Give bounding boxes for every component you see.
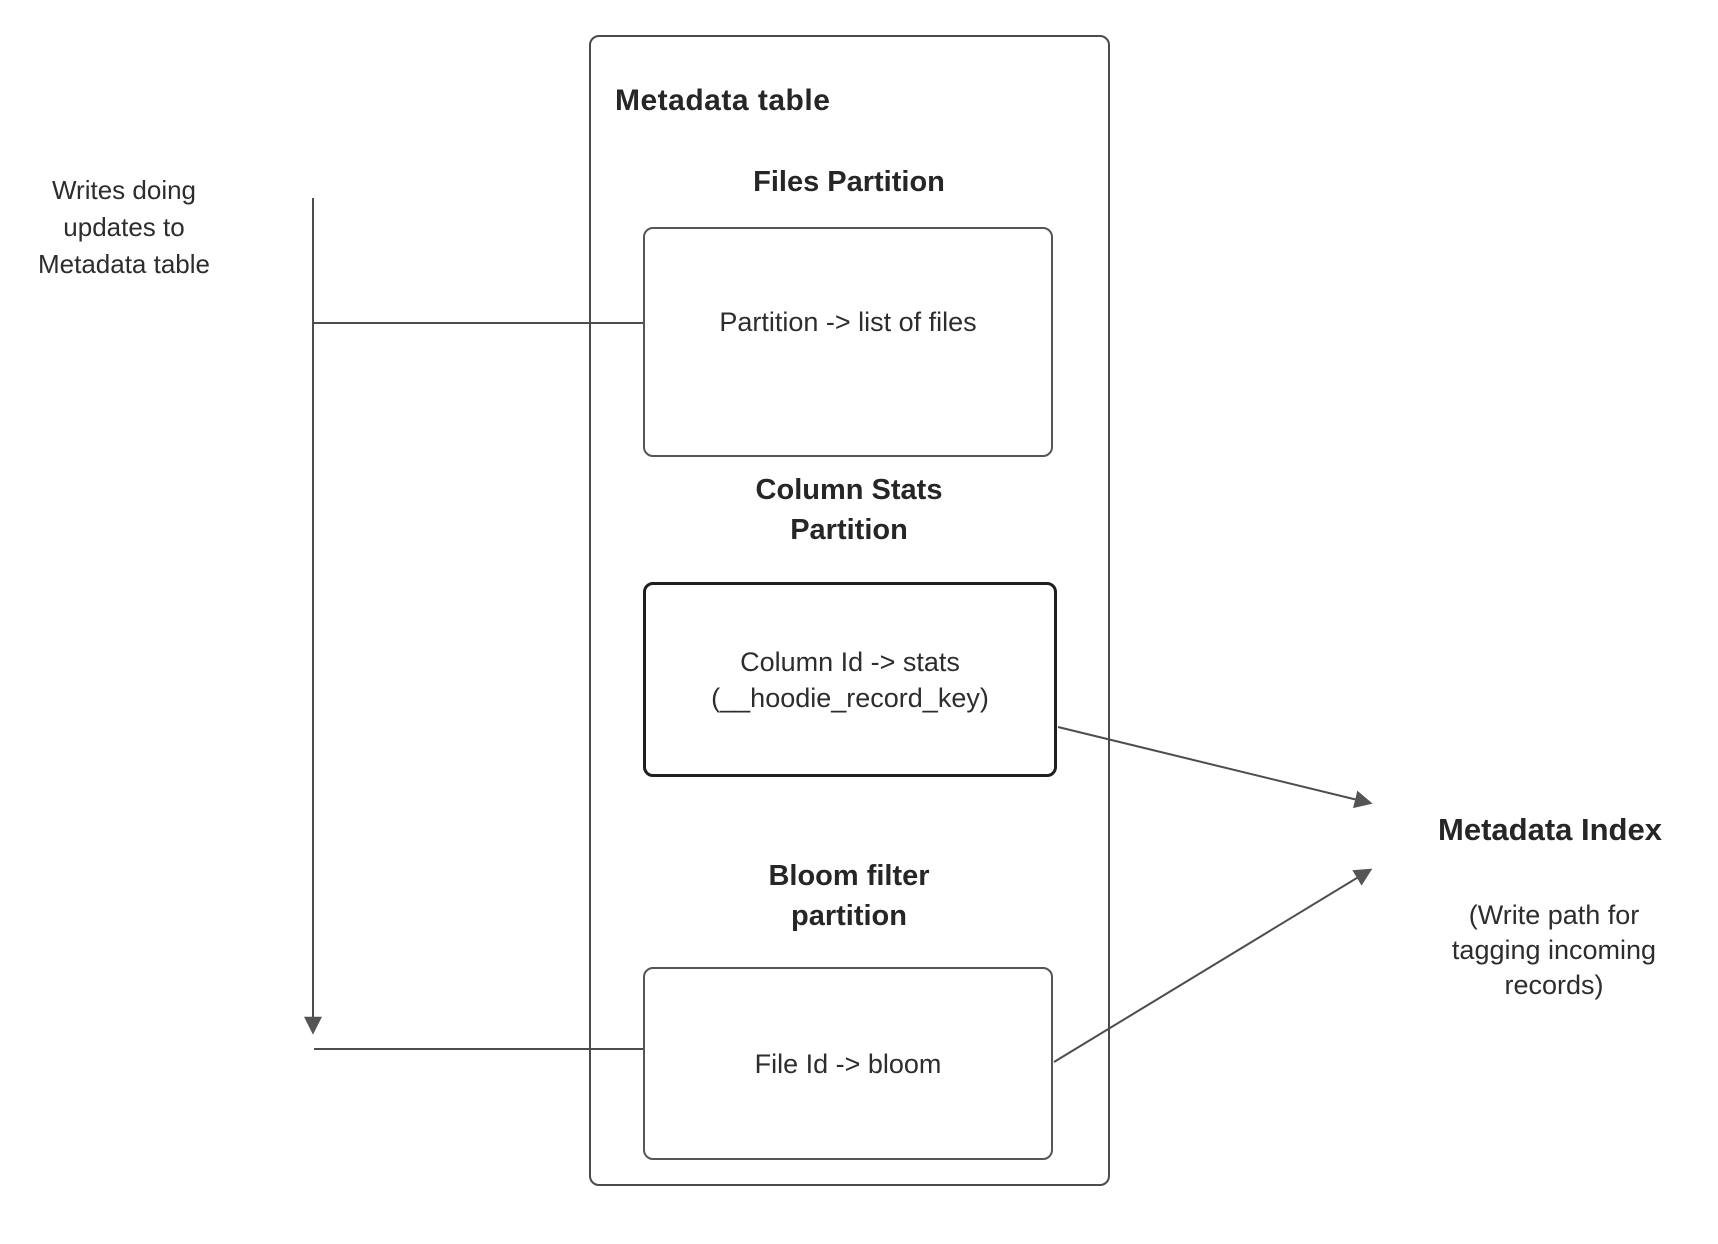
metadata-index-subtitle: (Write path for tagging incoming records… — [1451, 900, 1657, 1000]
writes-note: Writes doing updates to Metadata table — [37, 175, 210, 279]
metadata-table-container — [589, 35, 1110, 1186]
bloom-filter-partition-box-text: File Id -> bloom — [754, 1048, 942, 1079]
metadata-table-title: Metadata table — [615, 84, 831, 117]
bloom-filter-partition-heading: Bloom filter partition — [768, 860, 930, 932]
bloom-to-index-arrow — [1053, 868, 1373, 1063]
files-partition-box: Partition -> list of files — [643, 227, 1053, 457]
column-stats-partition-box: Column Id -> stats (__hoodie_record_key) — [643, 582, 1057, 777]
files-partition-heading: Files Partition — [753, 166, 945, 198]
column-stats-partition-heading: Column Stats Partition — [755, 474, 943, 546]
metadata-index-title: Metadata Index — [1438, 812, 1662, 847]
column-stats-partition-box-text: Column Id -> stats (__hoodie_record_key) — [711, 646, 989, 713]
stats-to-index-arrow — [1057, 726, 1373, 809]
files-partition-box-text: Partition -> list of files — [719, 307, 977, 337]
bloom-filter-partition-box: File Id -> bloom — [643, 967, 1053, 1160]
